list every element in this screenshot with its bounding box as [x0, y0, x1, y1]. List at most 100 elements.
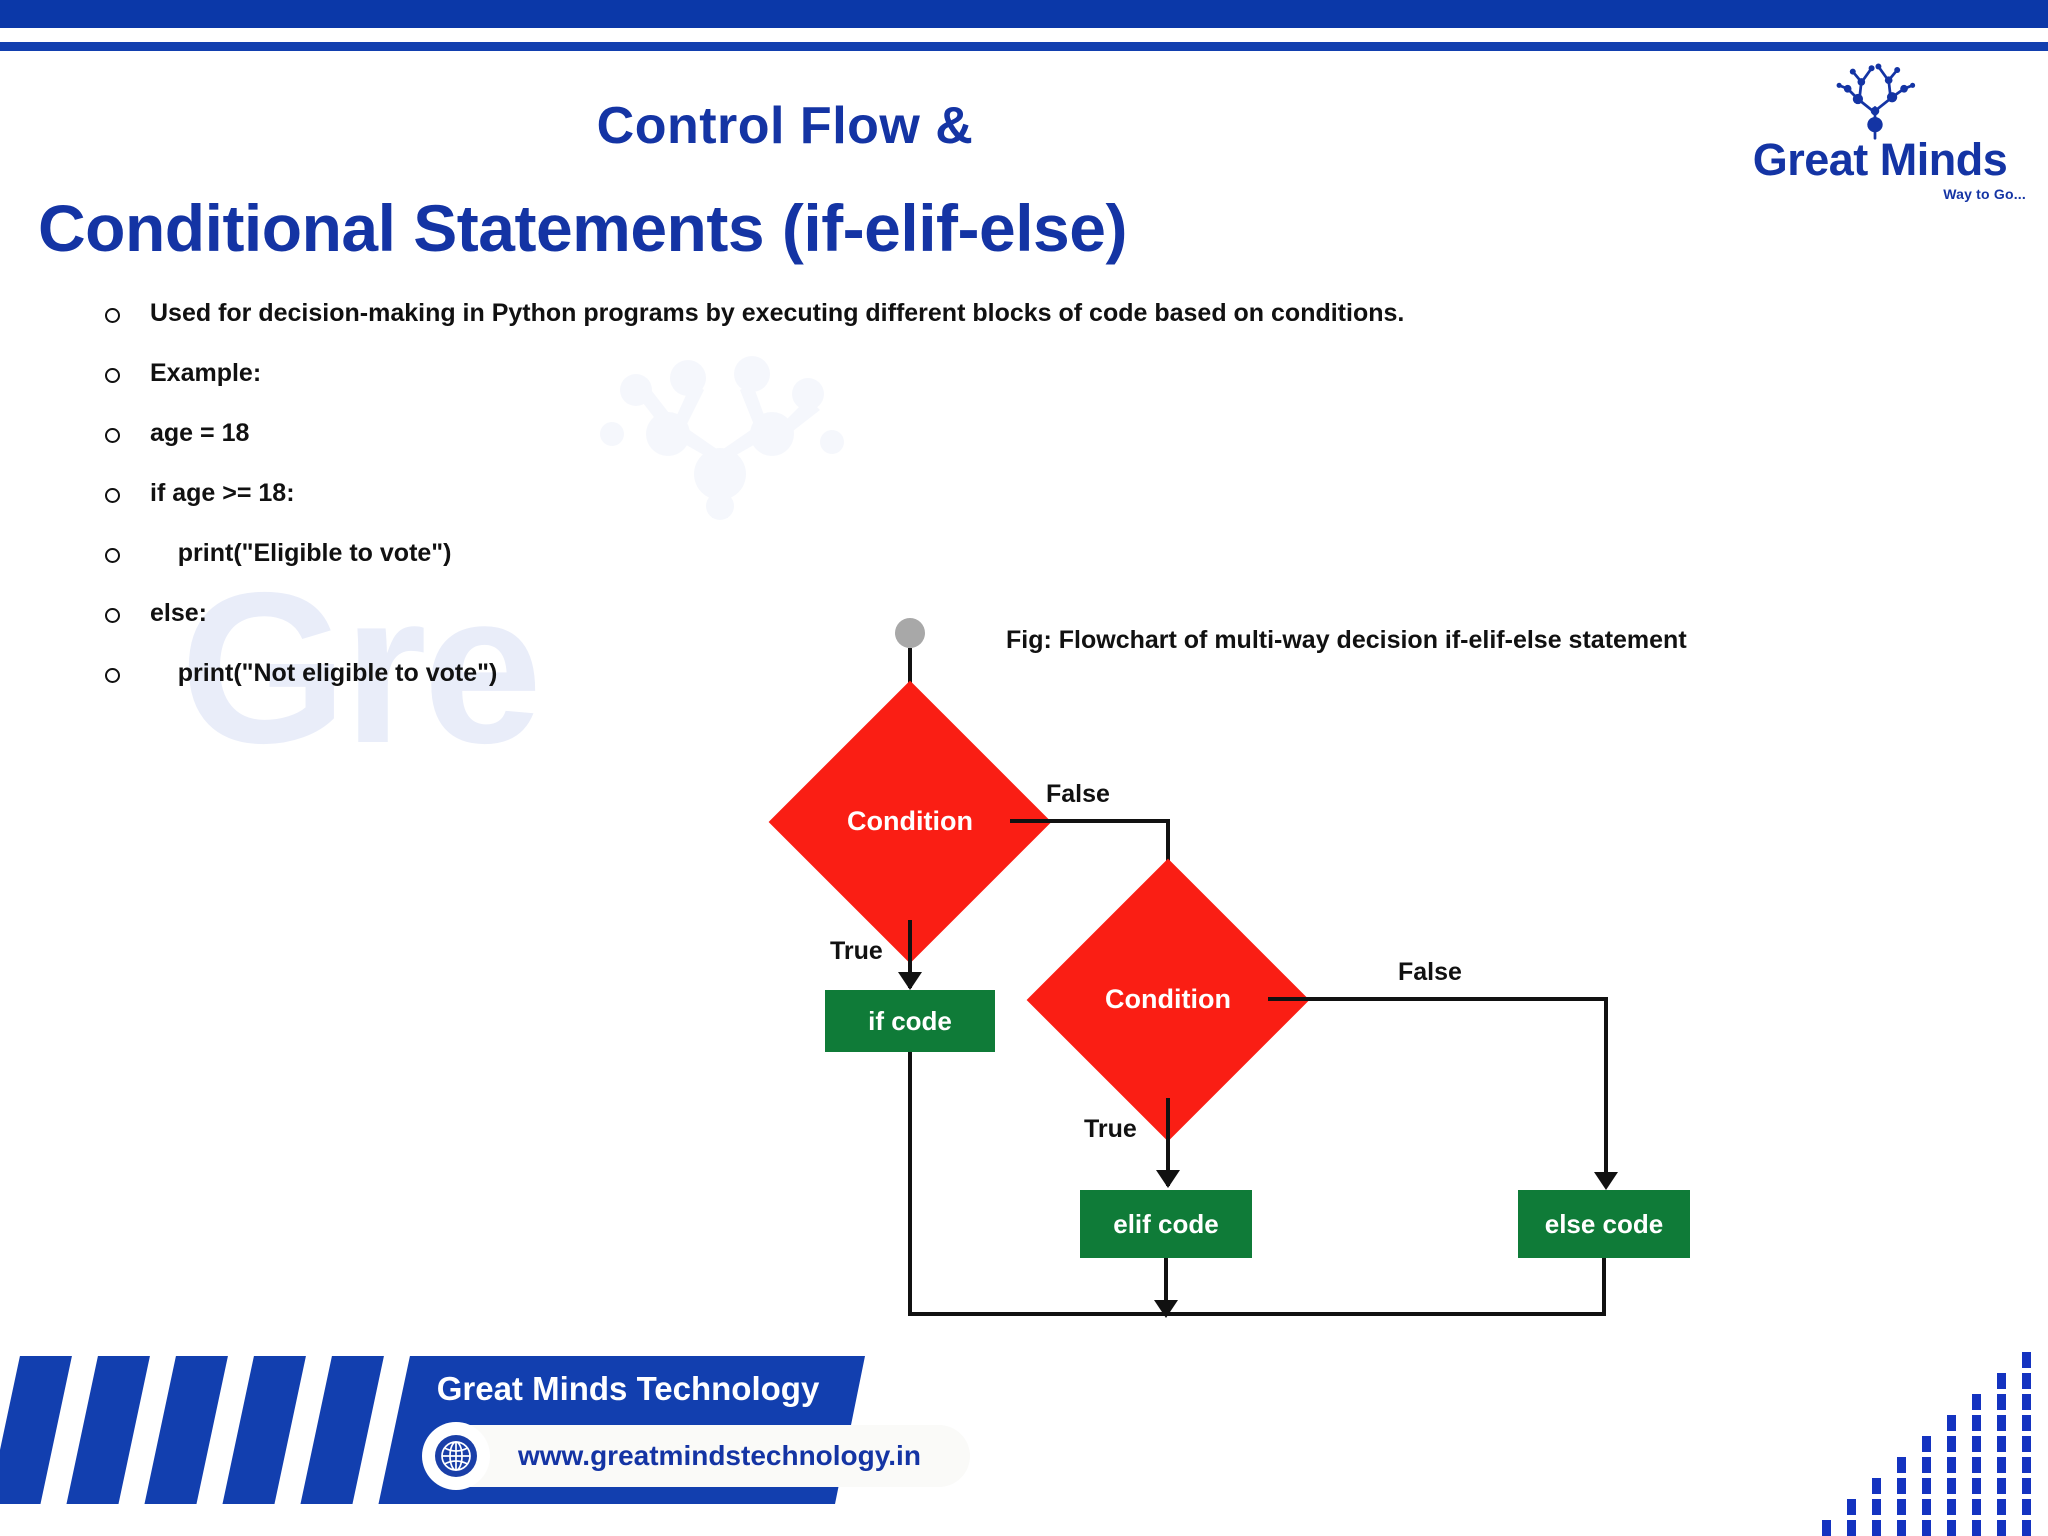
decorative-dot: [2022, 1394, 2031, 1410]
decorative-dot: [1972, 1394, 1981, 1410]
decorative-dot: [1847, 1499, 1856, 1515]
decorative-dot: [2022, 1478, 2031, 1494]
arrow-head-icon: [898, 972, 922, 990]
arrow-head-icon: [1156, 1170, 1180, 1188]
bullet-marker-icon: [105, 308, 120, 323]
tree-neuron-watermark-icon: [600, 356, 844, 520]
flow-node-else-code: else code: [1518, 1190, 1690, 1258]
decorative-dot: [2022, 1499, 2031, 1515]
decorative-dot: [1947, 1415, 1956, 1431]
decorative-dot: [1997, 1373, 2006, 1389]
decorative-dot: [1972, 1499, 1981, 1515]
bullet-marker-icon: [105, 608, 120, 623]
decorative-dot: [1822, 1520, 1831, 1536]
list-item: if age >= 18:: [105, 476, 1465, 536]
edge-cond1-false-v: [1166, 819, 1170, 891]
bullet-marker-icon: [105, 548, 120, 563]
decorative-dot: [1972, 1457, 1981, 1473]
edge-cond1-true: [908, 920, 912, 988]
flow-node-elif-code: elif code: [1080, 1190, 1252, 1258]
bullet-marker-icon: [105, 428, 120, 443]
decorative-dot: [1947, 1478, 1956, 1494]
bullet-text: Example:: [150, 359, 262, 387]
decorative-dot: [1997, 1457, 2006, 1473]
bullet-text: print("Eligible to vote"): [150, 539, 452, 567]
globe-icon: [422, 1422, 490, 1490]
arrow-head-icon: [1594, 1172, 1618, 1190]
edge-cond2-true: [1166, 1098, 1170, 1186]
decorative-dot: [1972, 1520, 1981, 1536]
edge-elsecode-to-merge: [1602, 1258, 1606, 1316]
decorative-dot: [1972, 1415, 1981, 1431]
decorative-dot: [1972, 1436, 1981, 1452]
decorative-dot: [1947, 1520, 1956, 1536]
list-item: Example:: [105, 356, 1465, 416]
decorative-dot: [1922, 1436, 1931, 1452]
bullet-text: print("Not eligible to vote"): [150, 659, 498, 687]
edge-merge-bottom: [908, 1312, 1606, 1316]
edge-label-cond2-true: True: [1084, 1115, 1137, 1143]
tree-neuron-icon: [1836, 63, 1916, 140]
page-title-line2: Conditional Statements (if-elif-else): [38, 191, 1127, 265]
figure-caption: Fig: Flowchart of multi-way decision if-…: [1006, 626, 1687, 654]
decorative-dot: [2022, 1373, 2031, 1389]
flow-node-if-code: if code: [825, 990, 995, 1052]
decorative-dot: [1997, 1520, 2006, 1536]
bullet-marker-icon: [105, 368, 120, 383]
decorative-dot: [2022, 1352, 2031, 1368]
brand-tagline: Way to Go...: [1943, 186, 2026, 202]
list-item: age = 18: [105, 416, 1465, 476]
decorative-dot: [1997, 1394, 2006, 1410]
decorative-dot: [1922, 1520, 1931, 1536]
page-title-line1: Control Flow &: [596, 97, 974, 155]
decorative-dot: [1897, 1499, 1906, 1515]
bullet-marker-icon: [105, 668, 120, 683]
decorative-dot: [2022, 1520, 2031, 1536]
decorative-dot: [1872, 1520, 1881, 1536]
edge-start-to-cond1: [908, 648, 912, 710]
flow-node-condition-2-label: Condition: [1105, 984, 1231, 1014]
list-item: else:: [105, 596, 1465, 656]
edge-cond2-false-v: [1604, 997, 1608, 1182]
edge-label-cond1-false: False: [1046, 780, 1110, 808]
decorative-dot-pattern: [1718, 1346, 2048, 1536]
edge-label-cond1-true: True: [830, 937, 883, 965]
decorative-dot: [1897, 1478, 1906, 1494]
decorative-dot: [1897, 1457, 1906, 1473]
top-bar-thick: [0, 0, 2048, 28]
decorative-dot: [1947, 1436, 1956, 1452]
decorative-dot: [1997, 1415, 2006, 1431]
list-item: print("Not eligible to vote"): [105, 656, 1465, 716]
decorative-dot: [1947, 1499, 1956, 1515]
footer-url-pill[interactable]: [430, 1425, 970, 1487]
bullet-text: Used for decision-making in Python progr…: [150, 299, 1405, 327]
flow-node-condition-1-label: Condition: [847, 806, 973, 836]
list-item: Used for decision-making in Python progr…: [105, 296, 1465, 356]
decorative-dot: [1922, 1499, 1931, 1515]
edge-elifcode-to-merge: [1164, 1258, 1168, 1316]
decorative-dot: [1872, 1499, 1881, 1515]
edge-ifcode-to-merge: [908, 1052, 912, 1312]
flow-start-node: [895, 618, 925, 648]
footer-company-name: Great Minds Technology: [436, 1370, 820, 1407]
decorative-dot: [1997, 1499, 2006, 1515]
decorative-dot: [1972, 1478, 1981, 1494]
watermark-text: Gre: [180, 547, 542, 788]
decorative-dot: [2022, 1436, 2031, 1452]
decorative-dot: [1997, 1478, 2006, 1494]
decorative-dot: [1947, 1457, 1956, 1473]
decorative-dot: [1847, 1520, 1856, 1536]
decorative-dot: [1922, 1457, 1931, 1473]
footer-url-text[interactable]: www.greatmindstechnology.in: [518, 1440, 921, 1471]
decorative-dot: [1897, 1520, 1906, 1536]
bullet-marker-icon: [105, 488, 120, 503]
bullet-text: age = 18: [150, 419, 250, 447]
decorative-dot: [2022, 1415, 2031, 1431]
bullet-list: Used for decision-making in Python progr…: [105, 296, 1465, 716]
decorative-dot: [1922, 1478, 1931, 1494]
top-bar-thin: [0, 42, 2048, 51]
edge-cond2-false-h: [1268, 997, 1608, 1001]
brand-logo: Great Minds Way to Go...: [1720, 58, 2040, 202]
bullet-text: if age >= 18:: [150, 479, 295, 507]
